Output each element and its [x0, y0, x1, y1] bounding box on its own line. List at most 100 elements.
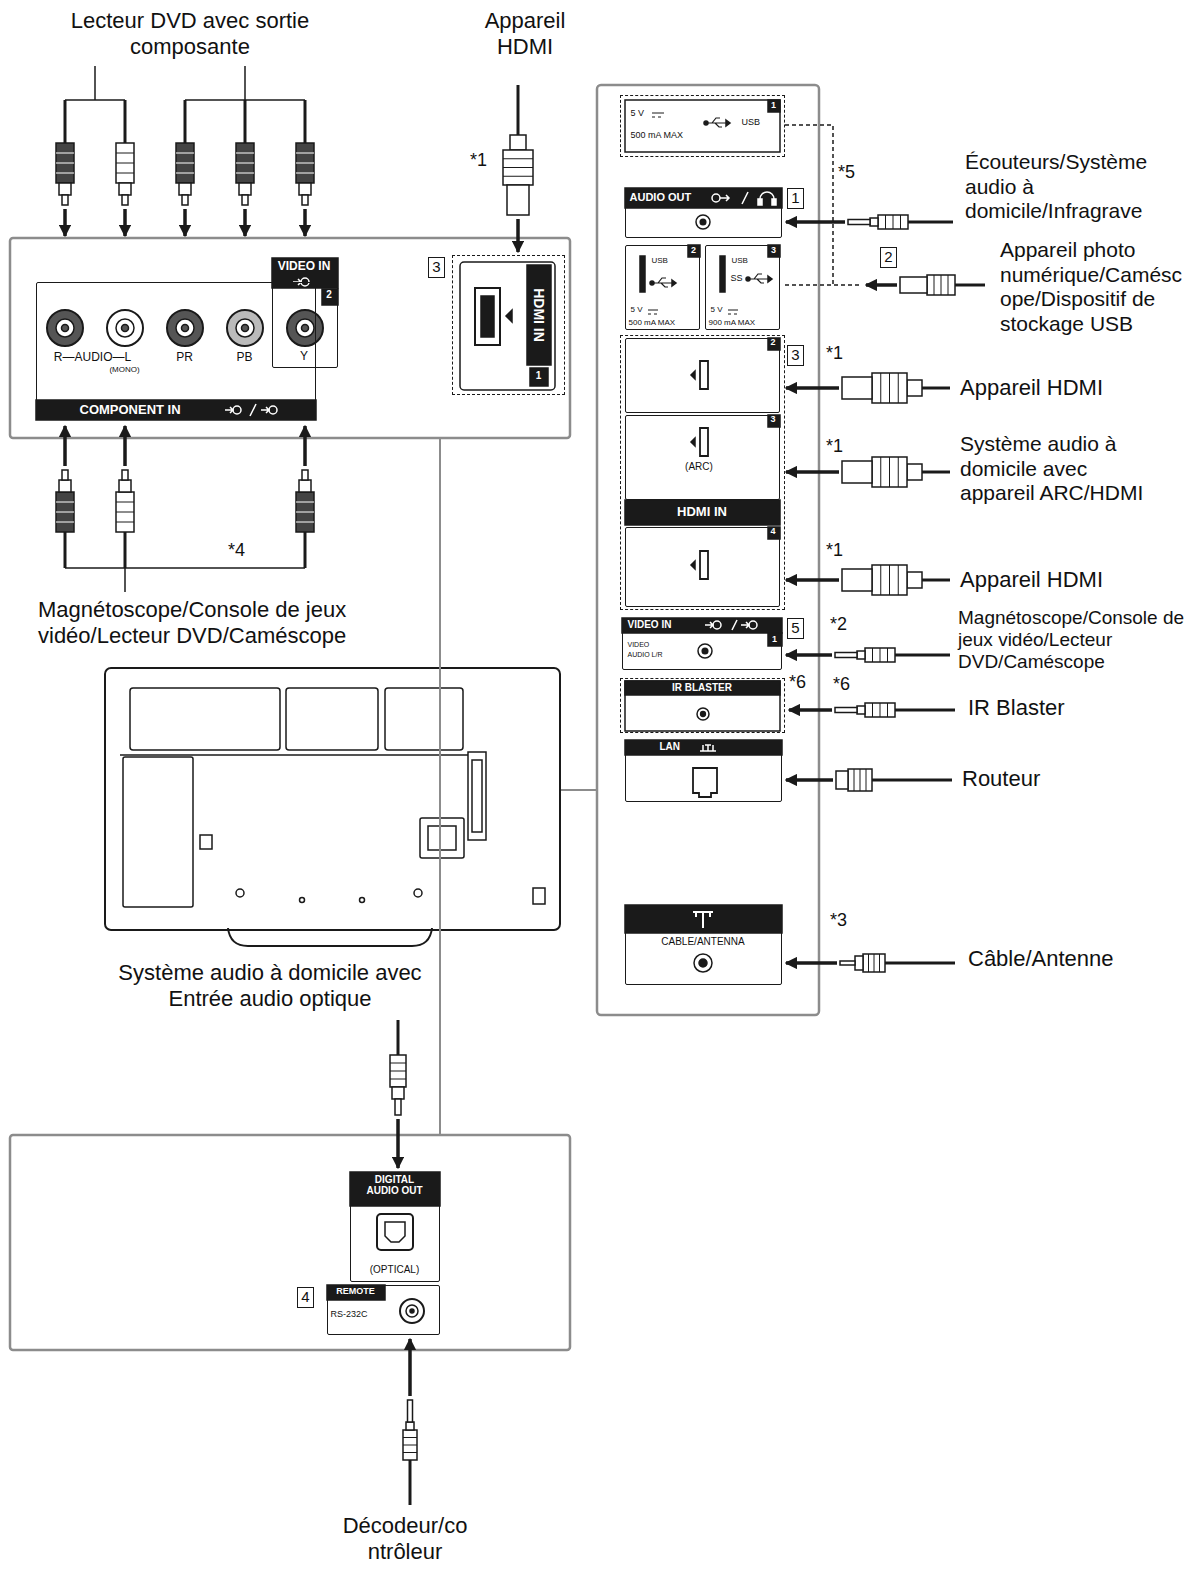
- plug-grip: [236, 153, 254, 154]
- arrow: [866, 283, 897, 287]
- port-label: (ARC): [669, 461, 729, 473]
- port-label: DIGITAL AUDIO OUT: [360, 1174, 430, 1197]
- plug-grip: [116, 173, 134, 174]
- antenna-port: CABLE/ANTENNA: [625, 905, 782, 985]
- tv-stand: [228, 928, 432, 946]
- plug-grip: [934, 275, 935, 295]
- device-label: Appareil HDMI: [960, 375, 1180, 401]
- tv-port-cover: [428, 826, 456, 850]
- plug-part: [855, 956, 863, 970]
- port-label: AUDIO OUT: [630, 191, 710, 204]
- label-band: [272, 258, 338, 288]
- lan-socket: [693, 768, 717, 797]
- plug-part: [56, 143, 74, 183]
- tv-hole: [236, 889, 244, 897]
- cable: [885, 962, 955, 965]
- plug-grip: [390, 1079, 406, 1080]
- plug-part: [835, 708, 857, 713]
- label-band: [622, 618, 782, 633]
- arrow: [786, 578, 839, 582]
- plug-part: [302, 470, 308, 480]
- plug-grip: [889, 565, 890, 595]
- plug-part: [119, 480, 131, 492]
- mini-plug: [403, 1400, 417, 1505]
- jack-hole: [700, 219, 706, 225]
- port-label: VIDEO IN: [271, 260, 337, 274]
- tv-hole: [360, 898, 365, 903]
- label-band: [625, 681, 780, 695]
- plug-part: [296, 492, 314, 532]
- jack: [696, 215, 710, 229]
- port-label: 500 mA MAX: [631, 130, 706, 140]
- device-label: Appareil HDMI: [960, 567, 1180, 593]
- label-band: [530, 368, 548, 386]
- antenna-icon: [693, 912, 713, 928]
- label-band: [625, 905, 782, 933]
- cable: [872, 779, 952, 782]
- plug-grip: [296, 522, 314, 523]
- plug-part: [907, 464, 922, 480]
- callout-number: 2: [880, 247, 897, 268]
- hdmi-socket: [475, 288, 500, 345]
- plug-grip: [866, 769, 867, 791]
- cable: [124, 532, 127, 568]
- port-label: 2: [321, 289, 337, 301]
- usb-icon: [672, 280, 676, 286]
- rca-jack: [182, 325, 189, 332]
- jack: [698, 644, 712, 658]
- plug-grip: [885, 215, 886, 229]
- ir-blaster-port: IR BLASTER: [620, 678, 785, 733]
- plug-part: [870, 218, 878, 226]
- tv-edge: [120, 754, 470, 756]
- arrow: [396, 1119, 400, 1168]
- plug-grip: [296, 153, 314, 154]
- plug-part: [239, 183, 251, 195]
- tv-mount: [123, 757, 193, 907]
- port-label: Y: [289, 350, 319, 364]
- port-label: 1: [530, 370, 548, 382]
- video-input-port: VIDEO IN1VIDEOAUDIO L/R: [622, 618, 782, 670]
- arrow: [786, 470, 839, 474]
- plug-grip: [390, 1063, 406, 1064]
- plug-part: [299, 480, 311, 492]
- plug-grip: [880, 565, 881, 595]
- plug-part: [510, 135, 526, 150]
- tv-panel: [130, 688, 280, 750]
- usb-port: USB5 V500 mA MAX2: [625, 245, 700, 330]
- jack-hole: [702, 648, 708, 654]
- port-label: VIDEO: [628, 641, 668, 649]
- plug-grip: [854, 769, 855, 791]
- cable: [64, 532, 67, 568]
- label-band: [625, 740, 782, 755]
- footnote-mark: *6: [789, 672, 815, 693]
- port-label: (MONO): [100, 365, 150, 374]
- coax-plug: [840, 954, 955, 972]
- device-label: Système audio à domicile avec appareil A…: [960, 432, 1160, 506]
- rca-jack: [302, 325, 309, 332]
- cable: [895, 709, 955, 712]
- rca-plug: [116, 470, 134, 568]
- port-label: RS-232C: [331, 1309, 386, 1319]
- rca-jack: [116, 319, 134, 337]
- port-label: 1: [768, 100, 780, 110]
- plug-part: [302, 195, 308, 205]
- rca-plug: [56, 470, 74, 568]
- plug-grip: [900, 215, 901, 229]
- plug-part: [119, 183, 131, 195]
- plug-grip: [176, 173, 194, 174]
- hdmi-socket: [700, 361, 708, 389]
- plug-part: [182, 195, 188, 205]
- tv-hole: [300, 898, 305, 903]
- plug-part: [236, 143, 254, 183]
- arrow: [408, 1339, 412, 1396]
- port-label: 2: [688, 245, 700, 255]
- port-label: LAN: [660, 741, 696, 753]
- rca-jack: [122, 325, 129, 332]
- plug-part: [59, 480, 71, 492]
- cable: [955, 284, 985, 287]
- plug-part: [406, 1422, 414, 1430]
- plug-grip: [872, 648, 873, 662]
- port-label: 1: [768, 634, 782, 644]
- port-label: PB: [220, 351, 270, 365]
- plug-grip: [403, 1437, 417, 1438]
